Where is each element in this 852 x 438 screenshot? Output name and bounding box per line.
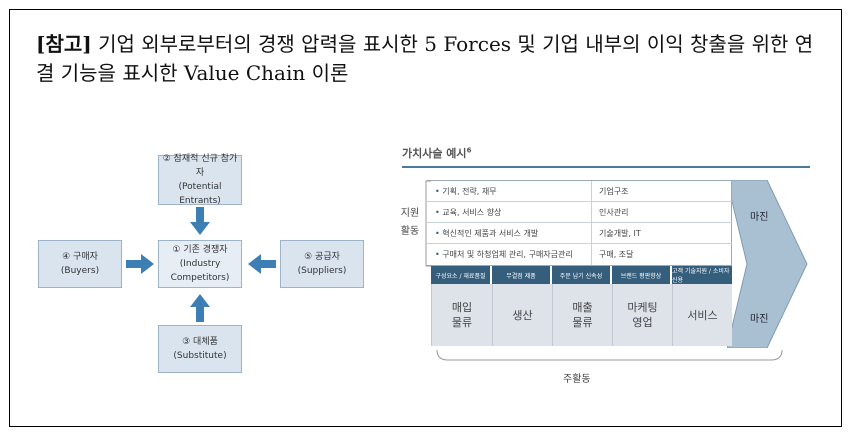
margin-label-bottom: 마진 [750,314,769,325]
primary-activity: 생산 [492,284,552,346]
support-row: • 혁신적인 제품과 서비스 개발 기술개발, IT [427,223,732,244]
primary-activity: 서비스 [672,284,732,346]
title-rule [402,166,810,168]
support-row: • 구매처 및 하청업체 관리, 구매자금관리 구매, 조달 [427,244,732,265]
support-activities-box: • 기획, 전략, 재무 기업구조 • 교육, 서비스 향상 인사관리 • 혁신… [427,180,732,266]
arrow-right-icon [126,254,154,274]
industry-competitors-label: ① 기존 경쟁자 [172,245,228,255]
primary-activity: 매입 물류 [431,284,492,346]
potential-entrants-en: (Potential Entrants) [178,182,222,206]
industry-competitors-en: (Industry Competitors) [170,259,230,283]
value-chain-title: 가치사슬 예시6 [402,146,472,160]
page-title: [참고] 기업 외부로부터의 경쟁 압력을 표시한 5 Forces 및 기업 … [36,32,814,85]
industry-competitors-box: ① 기존 경쟁자 (Industry Competitors) [158,240,242,288]
suppliers-box: ⑤ 공급자 (Suppliers) [280,240,364,288]
substitute-label: ③ 대체품 [182,337,218,347]
primary-activity: 마케팅 영업 [612,284,672,346]
support-row: • 기획, 전략, 재무 기업구조 [427,181,732,202]
buyers-label: ④ 구매자 [62,252,98,262]
header-cell: 고객 기술지원 / 소비자 신용 [672,266,732,284]
suppliers-label: ⑤ 공급자 [304,252,340,262]
arrow-left-icon [248,254,276,274]
support-row: • 교육, 서비스 향상 인사관리 [427,202,732,223]
potential-entrants-label: ② 잠재적 신규 참가자 [162,154,238,178]
margin-arrow-icon [727,180,808,348]
substitute-box: ③ 대체품 (Substitute) [158,325,242,373]
arrow-up-icon [190,294,210,322]
primary-activity: 매출 물류 [552,284,612,346]
primary-bracket [436,349,783,361]
header-cell: 브랜드 평판향상 [612,266,670,284]
arrow-down-icon [190,207,210,235]
substitute-en: (Substitute) [173,351,227,361]
primary-header-row: 구성요소 / 재료품질 무결점 제품 주문 납기 신속성 브랜드 평판향상 고객… [431,266,732,284]
header-cell: 구성요소 / 재료품질 [431,266,490,284]
support-activities-label: 지원 활동 [400,208,420,237]
header-cell: 무결점 제품 [492,266,550,284]
primary-activities-label: 주활동 [563,374,591,385]
suppliers-en: (Suppliers) [297,266,347,276]
header-cell: 주문 납기 신속성 [552,266,610,284]
buyers-box: ④ 구매자 (Buyers) [38,240,122,288]
buyers-en: (Buyers) [60,266,100,276]
support-bracket [425,180,431,267]
potential-entrants-box: ② 잠재적 신규 참가자 (Potential Entrants) [158,154,242,206]
margin-label-top: 마진 [750,212,769,223]
